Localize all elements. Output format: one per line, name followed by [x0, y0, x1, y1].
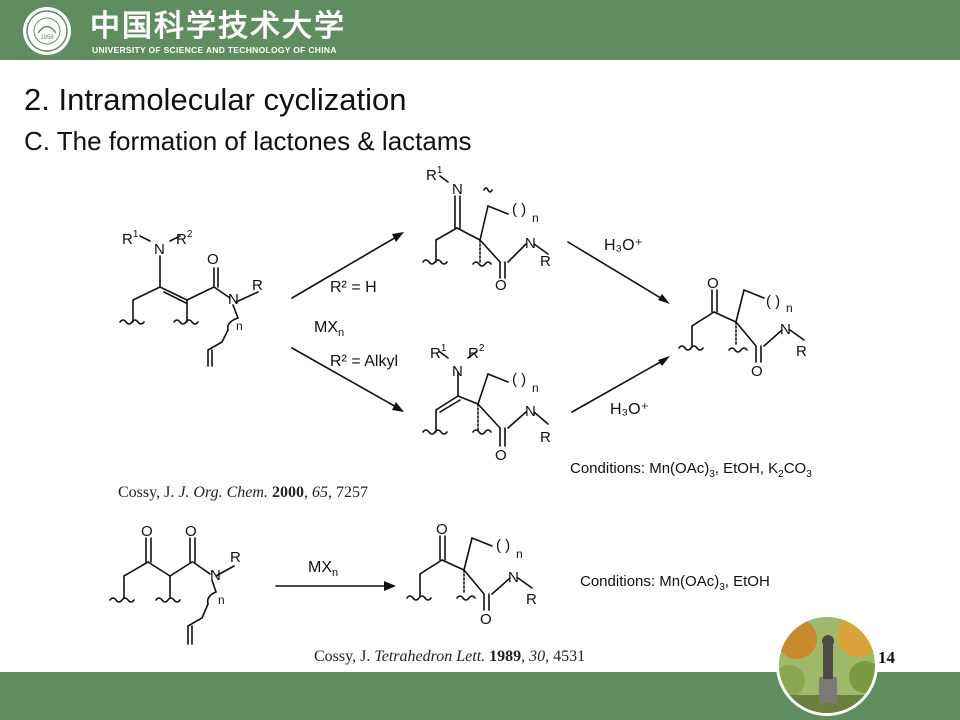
svg-text:N: N [452, 181, 463, 198]
svg-text:R2: R2 [176, 229, 193, 248]
svg-text:R: R [526, 591, 537, 608]
university-logo: 1958 [22, 6, 72, 56]
svg-text:N: N [780, 321, 791, 338]
university-name-cn: 中国科学技术大学 [90, 9, 346, 44]
conditions-scheme2: Conditions: Mn(OAc)3, EtOH [580, 573, 770, 593]
hydrolysis-upper: H₃O⁺ [604, 237, 643, 254]
svg-text:( ): ( ) [766, 293, 780, 310]
svg-text:R2: R2 [468, 343, 485, 362]
condition-r2-h: R² = H [330, 279, 377, 296]
svg-text:O: O [495, 447, 507, 464]
hydrolysis-lower: H₃O⁺ [610, 401, 649, 418]
svg-text:O: O [495, 277, 507, 294]
campus-statue-photo [776, 614, 878, 716]
university-name-en: UNIVERSITY OF SCIENCE AND TECHNOLOGY OF … [92, 45, 337, 55]
svg-text:n: n [786, 301, 793, 315]
svg-text:R1: R1 [122, 229, 139, 248]
page-number: 14 [878, 648, 895, 667]
svg-text:n: n [236, 319, 243, 333]
logo-year: 1958 [40, 35, 54, 41]
svg-text:N: N [154, 241, 165, 258]
svg-text:MXn: MXn [314, 319, 344, 339]
svg-text:N: N [525, 403, 536, 420]
svg-text:( ): ( ) [496, 537, 510, 554]
svg-text:N: N [228, 291, 239, 308]
svg-text:O: O [141, 523, 153, 540]
svg-text:n: n [532, 211, 539, 225]
svg-text:N: N [508, 569, 519, 586]
svg-text:( ): ( ) [512, 371, 526, 388]
reference-scheme2: Cossy, J. Tetrahedron Lett. 1989, 30, 45… [314, 648, 586, 665]
header-bar [0, 0, 960, 60]
svg-text:( ): ( ) [512, 201, 526, 218]
reagent-mx: MX [314, 319, 338, 336]
svg-text:n: n [516, 547, 523, 561]
svg-text:R1: R1 [430, 343, 447, 362]
svg-text:MXn: MXn [308, 559, 338, 579]
slide-title: 2. Intramolecular cyclization [24, 82, 407, 117]
svg-text:O: O [751, 363, 763, 380]
svg-text:O: O [436, 521, 448, 538]
svg-text:R: R [796, 343, 807, 360]
svg-text:N: N [452, 363, 463, 380]
reagent-sub: n [338, 327, 344, 339]
svg-text:R: R [540, 429, 551, 446]
slide-subtitle: C. The formation of lactones & lactams [24, 126, 472, 156]
svg-text:N: N [210, 567, 221, 584]
svg-text:R: R [230, 549, 241, 566]
svg-text:n: n [532, 381, 539, 395]
svg-text:R1: R1 [426, 165, 443, 184]
reagent-sub-2: n [332, 567, 338, 579]
svg-text:O: O [480, 611, 492, 628]
svg-text:n: n [218, 593, 225, 607]
svg-text:O: O [207, 251, 219, 268]
svg-text:N: N [525, 235, 536, 252]
svg-text:R: R [540, 253, 551, 270]
svg-text:O: O [707, 275, 719, 292]
svg-text:R: R [252, 277, 263, 294]
conditions-scheme1: Conditions: Mn(OAc)3, EtOH, K2CO3 [570, 460, 812, 480]
condition-r2-alkyl: R² = Alkyl [330, 353, 398, 370]
reagent-mx-2: MX [308, 559, 332, 576]
svg-text:O: O [185, 523, 197, 540]
reference-scheme1: Cossy, J. J. Org. Chem. 2000, 65, 7257 [118, 484, 368, 501]
